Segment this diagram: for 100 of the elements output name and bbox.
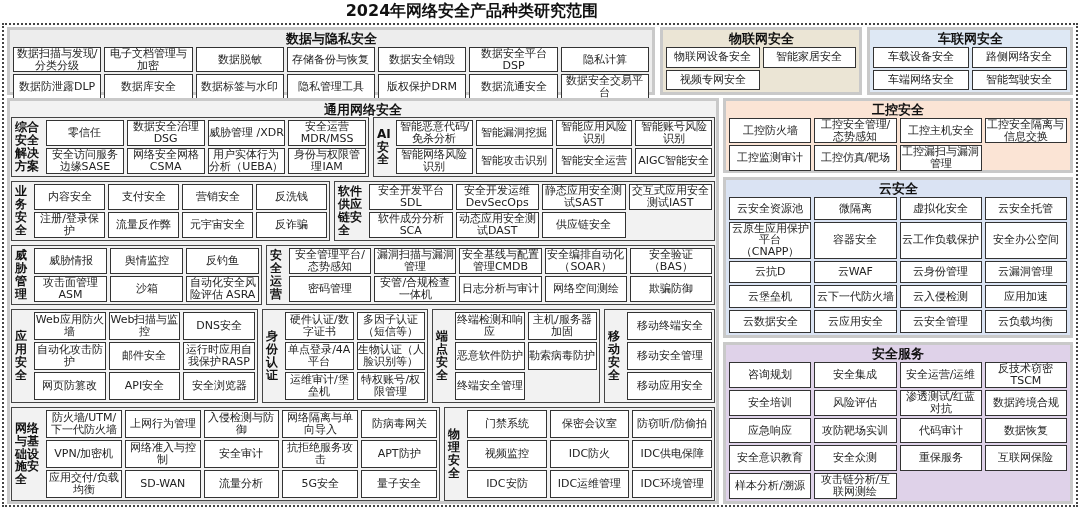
product-category-box: 网络空间测绘 (544, 276, 627, 302)
product-category-box: 云安全资源池 (729, 197, 812, 220)
product-category-box: 邮件安全 (108, 342, 181, 370)
category-title: 网络与基础设施安全 (15, 419, 40, 489)
product-category-box: 电子文档管理与加密 (104, 47, 193, 73)
product-category-box: 安全众测 (814, 445, 897, 472)
product-category-box: IDC安防 (467, 470, 547, 498)
product-category-box: 支付安全 (108, 184, 179, 210)
product-category-box: 物联网设备安全 (666, 47, 760, 68)
product-category-box: Web应用防火墙 (34, 312, 106, 340)
product-category-box: 零信任 (46, 120, 124, 146)
product-category-box: 智能安全运营 (555, 148, 633, 174)
product-category-box: 勒索病毒防护 (527, 342, 597, 370)
product-category-box: 网络准入与控制 (124, 440, 201, 468)
product-category-box: 沙箱 (110, 276, 183, 302)
subcategory-panel (444, 407, 715, 501)
product-category-box: 安全基线与配置管理CMDB (459, 248, 542, 274)
product-category-box: IDC运维管理 (549, 470, 630, 498)
category-panel (723, 177, 1073, 338)
product-category-box: 安全验证（BAS） (629, 248, 712, 274)
category-panel (7, 98, 719, 504)
category-title: 物理安全 (448, 426, 461, 482)
product-category-box: 单点登录/4A平台 (285, 342, 354, 370)
product-category-box: 动态应用安全测试DAST (455, 212, 539, 238)
category-panel (660, 27, 862, 95)
product-category-box: 多因子认证（短信等） (356, 312, 425, 340)
product-category-box: 数据流通安全 (469, 74, 558, 100)
product-category-box: 智能应用风险识别 (555, 120, 633, 146)
product-category-box: DNS安全 (183, 312, 255, 340)
product-category-box: 视频专网安全 (666, 69, 760, 90)
subcategory-panel (11, 181, 330, 241)
product-category-box: 日志分析与审计 (459, 276, 542, 302)
category-title: 通用网络安全 (323, 102, 403, 118)
product-category-box: 安全编排自动化（SOAR） (544, 248, 627, 274)
product-category-box: APT防护 (361, 440, 437, 468)
product-category-box: 攻击面管理 ASM (34, 276, 107, 302)
product-category-box: 云安全管理 (899, 310, 982, 333)
product-category-box: 路侧网络安全 (971, 47, 1067, 68)
product-category-box: 数据防泄露DLP (13, 74, 102, 100)
subcategory-panel (11, 309, 258, 403)
subcategory-panel (373, 117, 715, 177)
product-category-box: 互联网保险 (984, 445, 1067, 472)
product-category-box: 生物认证（人脸识别等） (356, 342, 425, 370)
product-category-box: 工控仿真/靶场 (814, 145, 897, 171)
product-category-box: IDC供电保障 (632, 440, 712, 468)
product-category-box: 门禁系统 (467, 410, 547, 438)
product-category-box: 版权保护DRM (378, 74, 467, 100)
category-title: 安全运营 (270, 247, 283, 303)
subcategory-panel (604, 309, 715, 403)
product-category-box: 舆情监控 (110, 248, 183, 274)
product-category-box: 云下一代防火墙 (814, 285, 897, 309)
subcategory-panel (432, 309, 600, 403)
product-category-box: 量子安全 (361, 470, 437, 498)
product-category-box: 应急响应 (729, 417, 812, 444)
product-category-box: 安全管理平台/态势感知 (289, 248, 372, 274)
product-category-box: 反技术窃密TSCM (984, 362, 1067, 388)
product-category-box: 数据库安全 (104, 74, 193, 100)
product-category-box: 安全办公空间 (984, 221, 1067, 259)
product-category-box: 攻防靶场实训 (814, 417, 897, 444)
product-category-box: 智能驾驶安全 (971, 69, 1067, 90)
product-category-box: 工控漏扫与漏洞管理 (899, 145, 982, 171)
product-category-box: 云抗D (729, 260, 812, 284)
product-category-box: 终端安全管理 (455, 372, 525, 400)
category-title: 数据与隐私安全 (284, 31, 378, 47)
product-category-box: 安全运营 MDR/MSS (288, 120, 366, 146)
product-category-box: 数据跨境合规 (984, 389, 1067, 416)
product-category-box: 风险评估 (814, 389, 897, 416)
category-title: 端点安全 (436, 328, 449, 384)
product-category-box: 数据安全交易平台 (560, 74, 649, 100)
product-category-box: 用户实体行为分析（UEBA） (207, 148, 286, 174)
product-category-box: 安全培训 (729, 389, 812, 416)
product-category-box: 软件成分分析 SCA (369, 212, 453, 238)
product-category-box: 数据恢复 (984, 417, 1067, 444)
product-category-box: 云安全托管 (984, 197, 1067, 220)
product-category-box: 代码审计 (899, 417, 982, 444)
product-category-box: 运行时应用自我保护RASP (183, 342, 255, 370)
product-category-box: 车端网络安全 (873, 69, 969, 90)
product-category-box: 元宇宙安全 (182, 212, 253, 238)
product-category-box: 工控监测审计 (729, 145, 812, 171)
product-category-box: 数据标签与水印 (195, 74, 284, 100)
product-category-box: 网络隔离与单向导入 (282, 410, 359, 438)
product-category-box: 营销安全 (182, 184, 253, 210)
product-category-box: 云入侵检测 (899, 285, 982, 309)
product-category-box: 数据脱敏 (195, 47, 284, 73)
product-category-box: 智能攻击识别 (475, 148, 553, 174)
page-title: 2024年网络安全产品种类研究范围 (344, 1, 600, 21)
product-category-box: 特权账号/权限管理 (356, 372, 425, 400)
product-category-box: 安全浏览器 (183, 372, 255, 400)
category-title: 安全服务 (871, 346, 925, 362)
product-category-box: 云WAF (814, 260, 897, 284)
product-category-box: SD-WAN (124, 470, 201, 498)
product-category-box: 工控安全管理/态势感知 (814, 118, 897, 144)
product-category-box: 存储备份与恢复 (286, 47, 376, 73)
product-category-box: 数据安全治理 DSG (126, 120, 205, 146)
product-category-box: 咨询规划 (729, 362, 812, 388)
product-category-box: 终端检测和响应 (455, 312, 525, 340)
product-category-box: 渗透测试/红蓝对抗 (899, 389, 982, 416)
category-panel (867, 27, 1073, 95)
product-category-box: 样本分析/溯源 (729, 473, 812, 499)
product-category-box: Web扫描与监控 (108, 312, 181, 340)
